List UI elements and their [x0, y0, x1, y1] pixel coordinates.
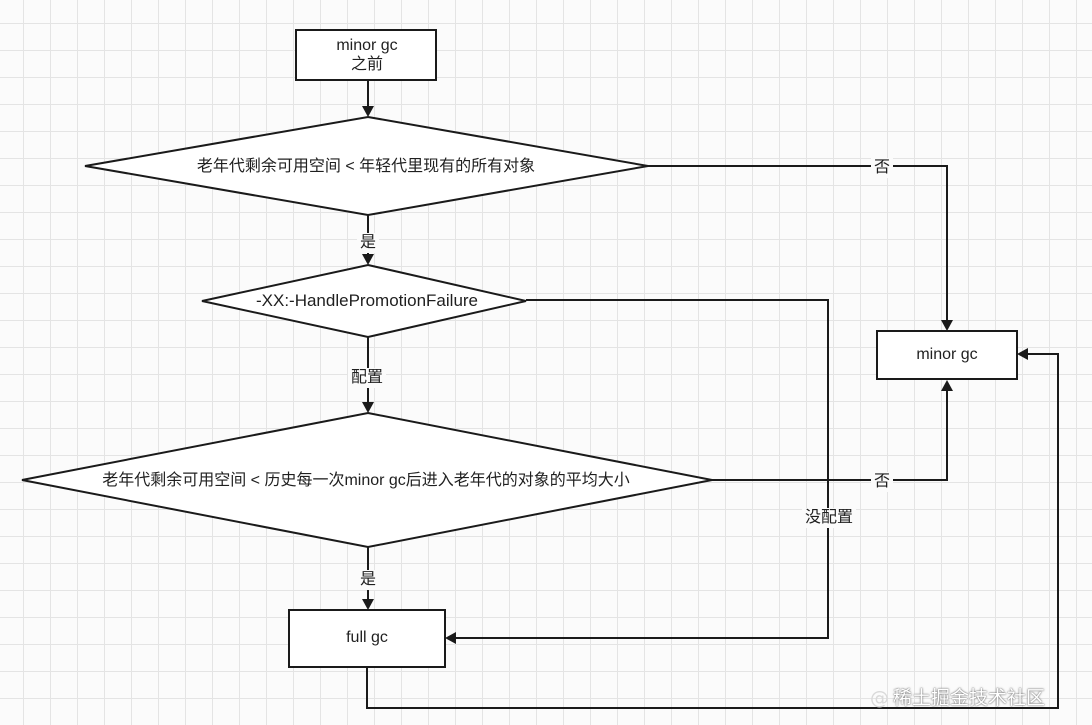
watermark: @稀土掘金技术社区: [870, 683, 1045, 710]
edge-full-gc-to-minor-gc: [366, 353, 1059, 709]
minor-gc-label: minor gc: [916, 346, 978, 363]
arrowhead: [362, 106, 374, 117]
edge-decision1-no-to-minor-gc: [648, 165, 948, 322]
edge-decision3-no-to-minor-gc: [712, 389, 948, 481]
start-node-label: minor gc 之前: [336, 36, 397, 74]
arrowhead: [362, 599, 374, 610]
watermark-text: 稀土掘金技术社区: [893, 687, 1046, 709]
decision3-diamond: [21, 411, 713, 549]
decision2-configured-label: 配置: [347, 368, 387, 388]
start-node-line2: 之前: [350, 56, 384, 73]
edge-decision2-not-configured-to-full-gc: [454, 299, 829, 639]
arrowhead: [941, 380, 953, 391]
decision1-no-label: 否: [870, 158, 894, 178]
arrowhead: [1017, 348, 1028, 360]
start-node-box: [295, 29, 437, 81]
arrowhead: [362, 402, 374, 413]
decision2-diamond: [201, 263, 527, 339]
decision1-label: 老年代剩余可用空间 < 年轻代里现有的所有对象: [196, 158, 536, 175]
decision1-diamond: [84, 115, 649, 217]
full-gc-label: full gc: [346, 629, 388, 646]
arrowhead: [941, 320, 953, 331]
decision3-label: 老年代剩余可用空间 < 历史每一次minor gc后进入老年代的对象的平均大小: [102, 472, 630, 489]
start-node-line1: minor gc: [336, 37, 398, 54]
arrowhead: [445, 632, 456, 644]
decision2-label: -XX:-HandlePromotionFailure: [255, 291, 479, 310]
watermark-at: @: [870, 687, 889, 709]
minor-gc-box: [876, 330, 1018, 380]
decision3-no-label: 否: [870, 472, 894, 492]
arrowhead: [362, 254, 374, 265]
decision3-yes-label: 是: [356, 570, 380, 590]
decision1-yes-label: 是: [356, 233, 380, 253]
decision2-not-configured-label: 没配置: [801, 508, 857, 528]
full-gc-box: [288, 609, 446, 668]
